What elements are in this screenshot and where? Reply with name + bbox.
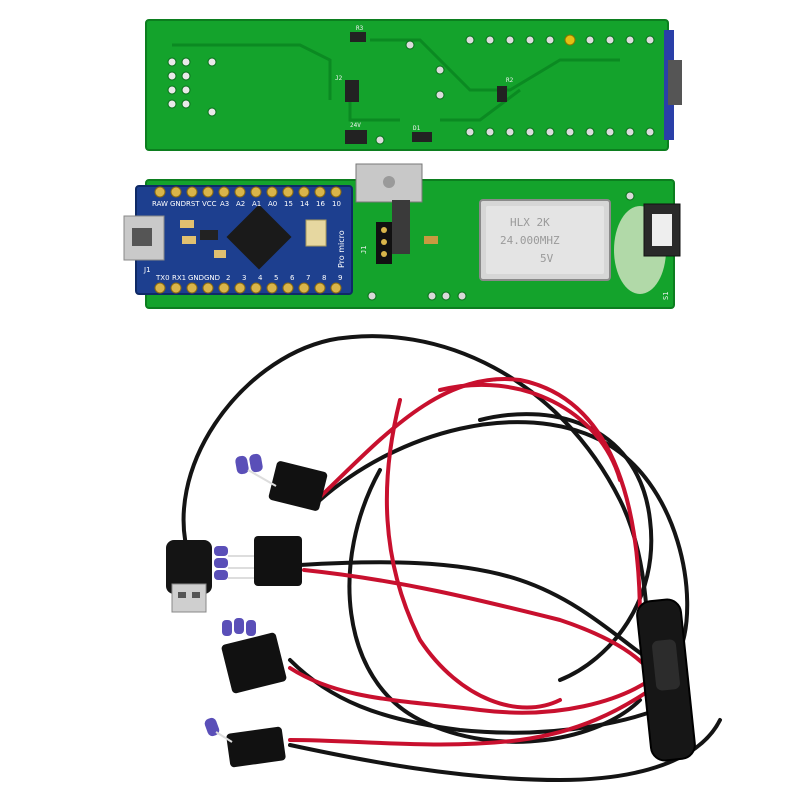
silk-r3: R3 [356, 25, 364, 32]
pin-label-gnd-2: GND [204, 274, 220, 282]
pin-label-10: 10 [332, 200, 341, 208]
pin-label-a2: A2 [236, 200, 245, 208]
pin-label-rst: RST [186, 200, 200, 208]
pcb-board-back: R3 J2 24V D1 R2 [145, 19, 682, 151]
silk-s1: S1 [662, 292, 670, 300]
pro-micro-name: Pro micro [337, 230, 346, 268]
pin-label-16: 16 [316, 200, 325, 208]
voltage-regulator [355, 163, 423, 254]
pin-label-tx0: TX0 [155, 274, 170, 282]
pin-label-8: 8 [322, 274, 326, 282]
cable-harness [181, 334, 722, 783]
silk-d1: D1 [413, 125, 421, 132]
pin-label-3: 3 [242, 274, 246, 282]
pin-label-14: 14 [300, 200, 309, 208]
led-connector-4 [204, 717, 286, 768]
pin-label-9: 9 [338, 274, 342, 282]
led-connector-1 [235, 453, 328, 511]
led-connector-2 [214, 536, 302, 586]
silk-j1: J1 [360, 246, 368, 254]
led-connector-3 [221, 618, 287, 694]
pin-label-15: 15 [284, 200, 293, 208]
pin-label-gnd: GND [170, 200, 186, 208]
crystal-line-1: HLX 2K [510, 216, 550, 229]
silk-j2: J2 [335, 75, 343, 82]
crystal-line-3: 5V [540, 252, 554, 265]
pin-label-raw: RAW [152, 200, 168, 208]
pin-label-7: 7 [306, 274, 310, 282]
crystal-line-2: 24.000MHZ [500, 234, 560, 247]
pin-label-a3: A3 [220, 200, 229, 208]
pin-label-a0: A0 [268, 200, 277, 208]
pin-label-rx1: RX1 [172, 274, 186, 282]
pin-label-a1: A1 [252, 200, 261, 208]
pin-label-vcc: VCC [202, 200, 217, 208]
inline-rocker-switch-icon [636, 598, 696, 762]
pcb-board-front: RAW GND RST VCC A3 A2 A1 A0 15 14 16 10 … [123, 163, 681, 309]
pin-label-5: 5 [274, 274, 278, 282]
pro-micro-j1: J1 [143, 266, 151, 274]
crystal-oscillator: HLX 2K 24.000MHZ 5V [479, 199, 611, 281]
silk-24v: 24V [350, 122, 361, 129]
silk-r2: R2 [506, 77, 514, 84]
pin-label-6: 6 [290, 274, 295, 282]
pin-label-4: 4 [258, 274, 263, 282]
pin-label-gnd-1: GND [188, 274, 204, 282]
pro-micro-board: RAW GND RST VCC A3 A2 A1 A0 15 14 16 10 … [123, 185, 353, 295]
usb-a-plug-icon [166, 540, 212, 613]
pin-label-2: 2 [226, 274, 230, 282]
